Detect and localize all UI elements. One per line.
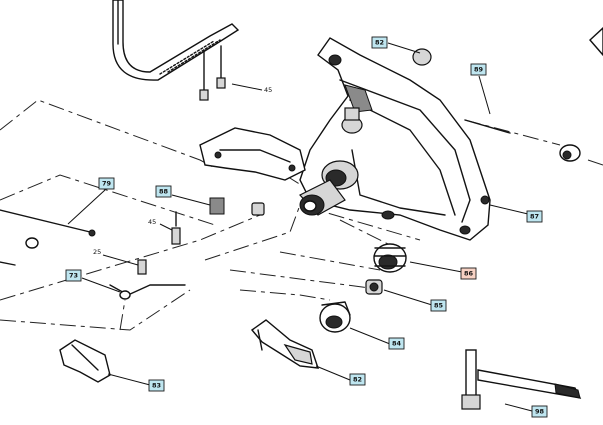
right-fasteners	[412, 27, 603, 162]
callout-88: 88	[155, 185, 172, 198]
small-hardware	[0, 197, 265, 300]
callout-leaders	[67, 42, 533, 412]
callout-79: 79	[98, 177, 115, 190]
callout-98: 98	[531, 405, 548, 418]
callout-label: 85	[434, 302, 444, 310]
callout-label: 86	[464, 270, 474, 278]
callout-82-top: 82	[371, 36, 388, 49]
plain-label-25: 25	[93, 248, 101, 256]
callout-83: 83	[148, 379, 165, 392]
callout-label: 82	[375, 39, 384, 47]
callout-box	[148, 379, 165, 392]
crankcase-housing-part	[299, 37, 491, 241]
callout-box	[371, 36, 388, 49]
callout-85: 85	[430, 299, 447, 312]
callout-box	[349, 373, 366, 386]
callout-73: 73	[65, 269, 82, 282]
callout-84: 84	[388, 337, 405, 350]
callout-86: 86	[460, 267, 477, 280]
callout-box	[460, 267, 477, 280]
callout-label: 88	[159, 188, 169, 196]
callout-box	[155, 185, 172, 198]
callout-89: 89	[470, 63, 487, 76]
callout-label: 89	[474, 66, 484, 74]
cylinder-86-part	[373, 243, 407, 273]
callout-box	[98, 177, 115, 190]
callout-label: 87	[530, 213, 539, 221]
chain-guide-82-part	[250, 319, 320, 369]
callout-box	[388, 337, 405, 350]
callout-label: 84	[392, 340, 402, 348]
plain-label-45-mid: 45	[148, 218, 156, 226]
bushing-85-part	[365, 279, 383, 295]
callout-box	[526, 210, 543, 223]
plain-label-45-top: 45	[264, 86, 272, 94]
callout-label: 79	[102, 180, 112, 188]
t-wrench-98-part	[461, 349, 582, 410]
assembly-lines	[0, 99, 603, 331]
handle-bar-part	[112, 0, 240, 81]
tensioner-83-part	[59, 339, 111, 383]
callout-box	[470, 63, 487, 76]
callout-label: 98	[535, 408, 545, 416]
clutch-84-part	[319, 301, 351, 333]
callout-label: 73	[69, 272, 78, 280]
callout-label: 82	[353, 376, 362, 384]
screw-pair-part	[199, 45, 263, 101]
callout-box	[65, 269, 82, 282]
crankshaft-part	[299, 107, 363, 216]
callout-87: 87	[526, 210, 543, 223]
callout-box	[531, 405, 548, 418]
bracket-part	[199, 127, 306, 181]
callout-82-bottom: 82	[349, 373, 366, 386]
callout-label: 83	[152, 382, 161, 390]
callout-box	[430, 299, 447, 312]
